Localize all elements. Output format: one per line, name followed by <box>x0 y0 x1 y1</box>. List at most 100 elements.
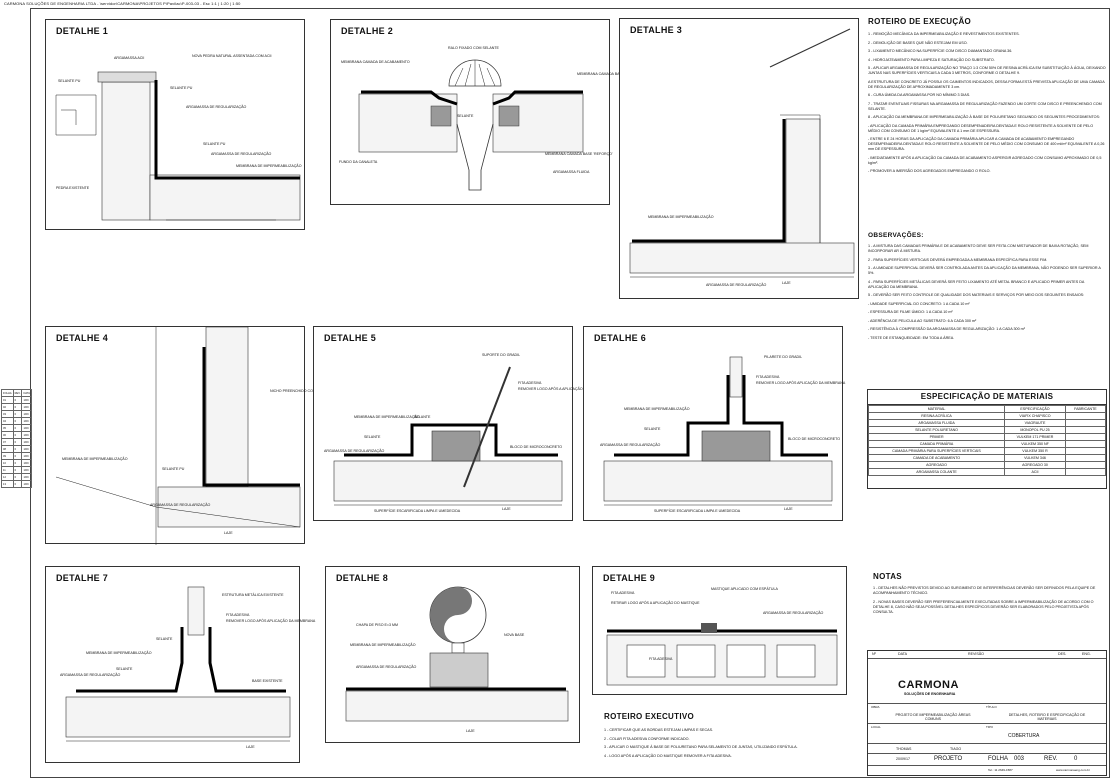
tipo-value: COBERTURA <box>1008 733 1040 739</box>
roteiro-exec-item: 3 - APLICAR O MASTIQUE À BASE DE POLIURE… <box>604 745 798 749</box>
materials-cell: ACII <box>1004 468 1066 476</box>
side-table-cell: 11 <box>1 466 14 474</box>
materials-cell: CAMADA PRIMÁRIA <box>867 440 1006 448</box>
detail-8-panel: DETALHE 8 CHAPA DE PISO e=3 mm MEMBRANA … <box>325 566 580 743</box>
d2-label-4: MEMBRANA CAMADA BASE 'REFORÇO' <box>545 152 613 156</box>
detail-7-drawing <box>65 586 291 742</box>
side-table-cell: 13 <box>1 480 14 488</box>
side-table-cell: 0 <box>12 403 23 411</box>
side-table-cell: 0 <box>12 424 23 432</box>
detail-8-drawing <box>345 586 569 722</box>
sub-value: THOMAS <box>896 747 912 751</box>
d1-label-3: SELANTE PU <box>170 86 193 90</box>
rev-h-revisao: REVISÃO <box>968 652 984 656</box>
d6-label-7: SUPERFÍCIE ESCARIFICADA LIMPA E UMEDECID… <box>654 509 741 513</box>
side-table-cell: FOLHA <box>1 389 14 397</box>
d7-label-0: ESTRUTURA METÁLICA EXISTENTE <box>222 593 284 597</box>
d4-label-3: ARGAMASSA DE REGULARIZAÇÃO <box>150 503 211 507</box>
observacao-item: - TESTE DE ESTANQUEIDADE: EM TODA A ÁREA… <box>868 335 955 340</box>
d5-label-8: SUPERFÍCIE ESCARIFICADA LIMPA E UMEDECID… <box>374 509 461 513</box>
observacao-item: 3 - A UMIDADE SUPERFICIAL DEVERÁ SER CON… <box>868 266 1101 275</box>
d1-label-4: ARGAMASSA DE REGULARIZAÇÃO <box>186 105 247 109</box>
materials-cell <box>1064 440 1107 448</box>
materials-cell: VULKEM 171 PRIMER <box>1004 433 1066 441</box>
observacao-item: - UMIDADE SUPERFICIAL DO CONCRETO: 1 A C… <box>868 301 970 306</box>
side-table-cell: 0 <box>12 410 23 418</box>
d5-label-5: SELANTE <box>364 435 381 439</box>
detail-1-panel: DETALHE 1 ARGAMASSA ACII NOVA PEDRA NATU… <box>45 19 305 230</box>
materials-cell: VULKEM 350 R <box>1004 447 1066 455</box>
detail-6-panel: DETALHE 6 PILARETE DO GRADIL FITA ADESIV… <box>583 326 846 521</box>
materials-cell: VULKEM 346 <box>1004 454 1066 462</box>
side-table-cell: 01 <box>1 396 14 404</box>
roteiro-step: 1 - REMOÇÃO MECÂNICA DA IMPERMEABILIZAÇÃ… <box>868 32 1020 36</box>
date-value: 20/09/17 <box>896 757 910 761</box>
detail-6-title: DETALHE 6 <box>594 333 647 343</box>
site-value: www.carmonaeng.com.br <box>1056 768 1090 772</box>
side-table-cell: 0 <box>12 438 23 446</box>
phase-value: PROJETO <box>934 756 963 762</box>
side-table-cell: 1/09 <box>21 410 33 418</box>
d6-label-5: ARGAMASSA DE REGULARIZAÇÃO <box>600 443 661 447</box>
materials-cell: VIAGRAUTE <box>1004 419 1066 427</box>
detail-8-title: DETALHE 8 <box>336 573 389 583</box>
d9-label-2: MASTIQUE APLICADO COM ESPÁTULA <box>711 587 778 591</box>
roteiro-title: ROTEIRO DE EXECUÇÃO <box>868 17 972 26</box>
materials-cell: VIAFIX CHAPISCO <box>1004 412 1066 420</box>
side-table-cell: 0 <box>12 445 23 453</box>
detail-9-title: DETALHE 9 <box>603 573 656 583</box>
company-logo: CARMONA <box>898 679 959 691</box>
materials-cell: AGREGADO <box>867 461 1006 469</box>
materials-cell <box>1064 461 1107 469</box>
side-table-cell: 06 <box>1 431 14 439</box>
d9-label-1: RETIRAR LOGO APÓS A APLICAÇÃO DO MASTIQU… <box>611 601 700 605</box>
observacao-item: 4 - PARA SUPERFÍCIES METÁLICAS DEVERÁ SE… <box>868 279 1085 289</box>
d8-label-0: CHAPA DE PISO e=3 mm <box>356 623 398 627</box>
side-table-cell: 0 <box>12 431 23 439</box>
side-table-cell: 1/09 <box>21 445 33 453</box>
roteiro-exec-item: 2 - COLAR FITA ADESIVA CONFORME INDICADO… <box>604 736 690 741</box>
materials-cell: ARGAMASSA FLUIDA <box>867 419 1006 427</box>
d9-label-3: ARGAMASSA DE REGULARIZAÇÃO <box>763 611 824 615</box>
d9-label-4: FITA ADESIVA <box>649 657 673 661</box>
rev-label: REV. <box>1044 756 1058 762</box>
notas-list: 1 - DETALHES NÃO PREVISTOS DEVIDO AO SUR… <box>873 586 1105 618</box>
materials-header-cell: FABRICANTE <box>1064 405 1107 413</box>
materials-cell <box>1064 433 1107 441</box>
d2-label-1: MEMBRANA CAMADA DE ACABAMENTO <box>341 60 410 64</box>
detail-6-drawing <box>603 356 833 506</box>
detail-3-panel: DETALHE 3 MEMBRANA DE IMPERMEABILIZAÇÃO … <box>619 18 859 299</box>
materials-cell: AGREGADO 30 <box>1004 461 1066 469</box>
detail-5-drawing <box>333 366 563 506</box>
company-logo-subtitle: SOLUÇÕES DE ENGENHARIA <box>904 692 956 696</box>
materials-cell <box>1064 468 1107 476</box>
d4-label-0: NICHO PREENCHIDO COM SELANTE <box>270 389 334 393</box>
d4-label-4: LAJE <box>224 531 233 535</box>
d5-label-6: BLOCO DE MICROCONCRETO <box>510 445 563 449</box>
materials-cell: PRIMER <box>867 433 1006 441</box>
d2-label-3: SELANTE <box>457 114 474 118</box>
side-table-cell: 05 <box>1 424 14 432</box>
detail-2-panel: DETALHE 2 RALO FIXADO COM SELANTE MEMBRA… <box>330 19 624 205</box>
observacao-item: 1 - A MISTURA DAS CAMADAS PRIMÁRIA E DE … <box>868 244 1089 253</box>
roteiro-step: 3 - LIXAMENTO MECÂNICO NA SUPERFÍCIE COM… <box>868 49 1013 53</box>
materials-cell <box>1064 454 1107 462</box>
d6-label-2: REMOVER LOGO APÓS APLICAÇÃO DA MEMBRANA <box>756 381 846 385</box>
roteiro-steps: 1 - REMOÇÃO MECÂNICA DA IMPERMEABILIZAÇÃ… <box>868 32 1106 178</box>
side-table-cell: 1/09 <box>21 466 33 474</box>
side-table-cell: 08 <box>1 445 14 453</box>
obra-value: PROJETO DE IMPERMEABILIZAÇÃO ÁREAS COMUN… <box>895 713 971 721</box>
materials-header-cell: MATERIAL <box>867 405 1006 413</box>
observacao-item: - ESPESSURA DE FILME ÚMIDO: 1 A CADA 10 … <box>868 310 953 314</box>
d7-label-6: ARGAMASSA DE REGULARIZAÇÃO <box>60 673 121 677</box>
